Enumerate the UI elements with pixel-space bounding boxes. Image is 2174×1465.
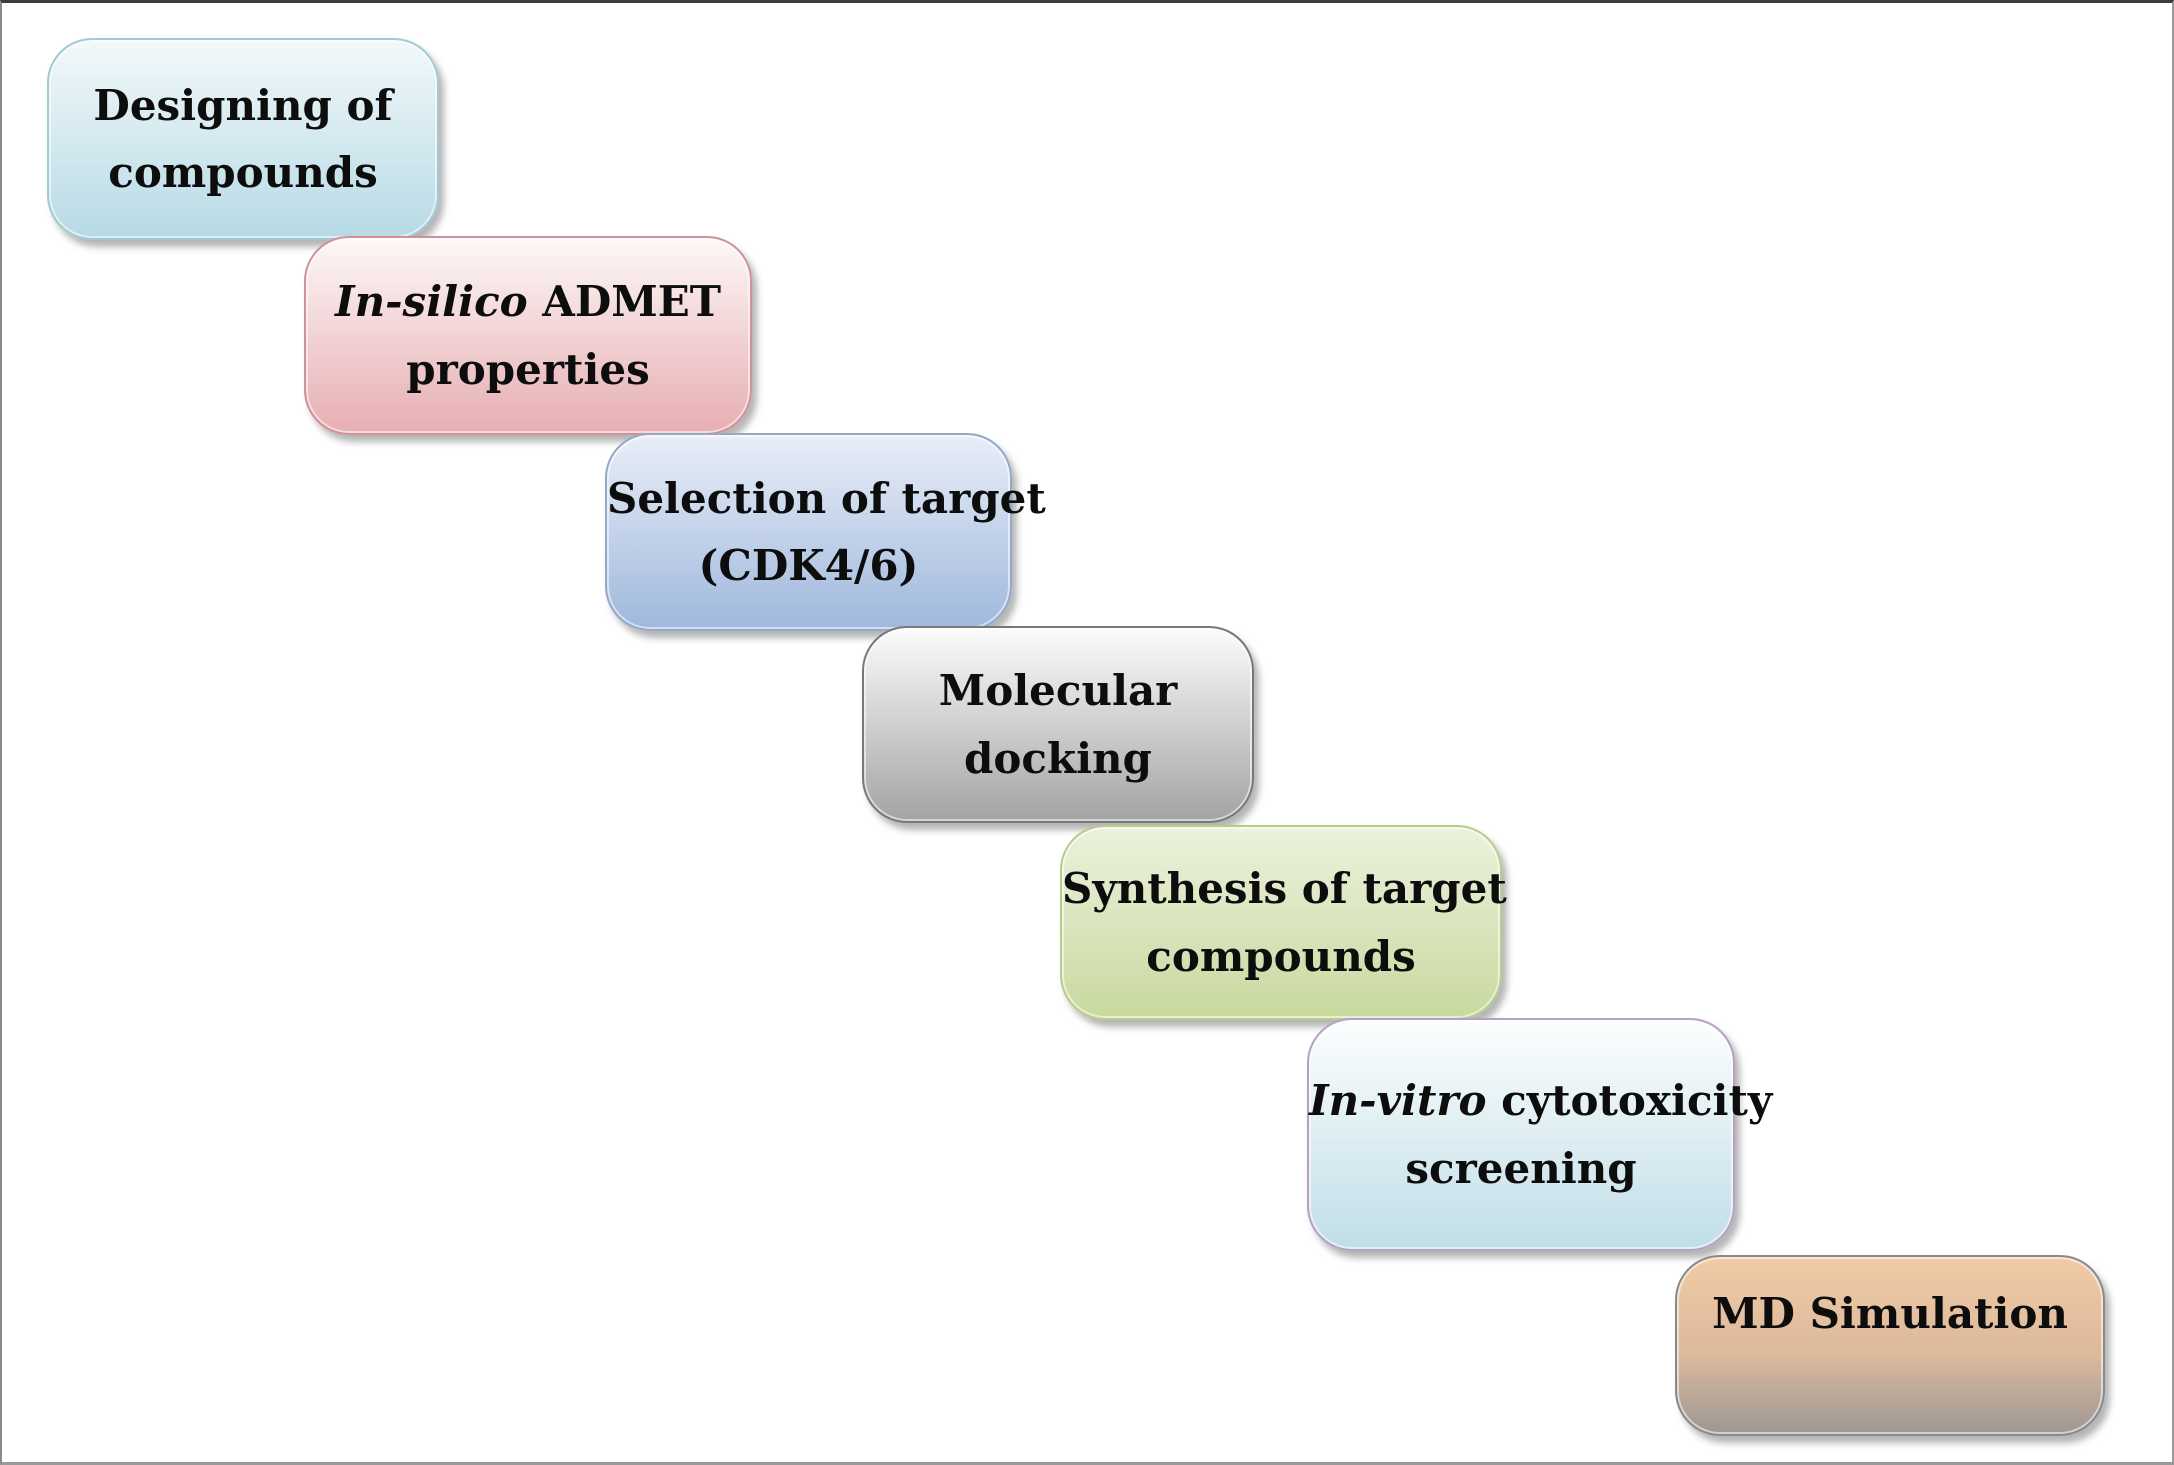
step-text: MD Simulation [1712, 1288, 2068, 1338]
step-text: cytotoxicity [1486, 1076, 1773, 1126]
step-label: Synthesis of target compounds [1062, 855, 1507, 989]
step-label: Molecular docking [864, 657, 1252, 791]
step-text-italic: In-silico [334, 277, 528, 327]
step-text-italic: In-vitro [1309, 1076, 1487, 1126]
step-text: Selection of target [607, 473, 1046, 523]
step-molecular-docking: Molecular docking [862, 626, 1254, 823]
step-text: compounds [108, 148, 378, 197]
step-designing-of-compounds: Designing of compounds [47, 38, 439, 240]
step-text: Molecular [938, 666, 1178, 716]
step-text: ADMET [527, 277, 722, 327]
step-md-simulation: MD Simulation [1675, 1255, 2105, 1436]
step-text: Synthesis of target [1062, 864, 1507, 914]
step-text: compounds [1146, 931, 1416, 981]
step-selection-of-target-cdk46: Selection of target (CDK4/6) [605, 433, 1046, 631]
step-text: (CDK4/6) [698, 541, 919, 590]
step-label: In-vitro cytotoxicity screening [1309, 1067, 1772, 1201]
step-text: docking [964, 733, 1152, 783]
step-synthesis-of-target-compounds: Synthesis of target compounds [1060, 825, 1507, 1020]
step-label: Designing of compounds [49, 72, 437, 206]
step-in-silico-admet-properties: In-silico ADMET properties [304, 236, 752, 435]
step-text: Designing of [93, 80, 393, 130]
step-label: In-silico ADMET properties [306, 268, 750, 402]
step-label: Selection of target (CDK4/6) [607, 465, 1046, 599]
step-in-vitro-cytotoxicity-screening: In-vitro cytotoxicity screening [1307, 1018, 1772, 1251]
step-label: MD Simulation [1677, 1280, 2103, 1411]
step-text: screening [1405, 1143, 1637, 1193]
step-text: properties [406, 344, 650, 394]
